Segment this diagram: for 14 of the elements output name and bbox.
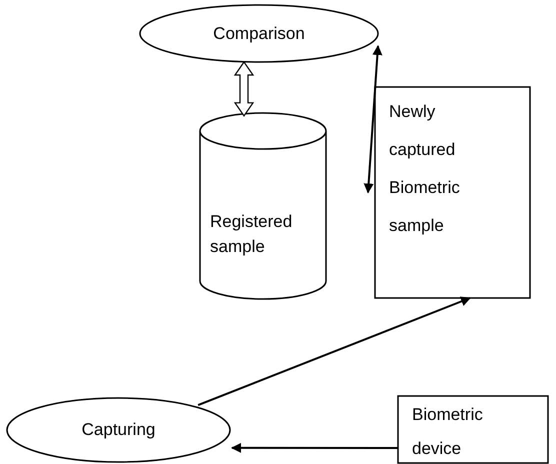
arrow xyxy=(198,296,471,406)
node-label: Capturing xyxy=(82,419,156,442)
database-cylinder xyxy=(199,112,327,300)
double-arrow xyxy=(234,60,254,117)
node-label: Biometric device xyxy=(412,404,484,460)
device-box xyxy=(397,395,549,464)
node-label: Newly captured Biometric sample xyxy=(389,101,461,237)
arrow xyxy=(364,45,382,194)
process-ellipse xyxy=(139,4,379,63)
arrow xyxy=(231,442,398,453)
process-box xyxy=(374,86,531,299)
node-label: Comparison xyxy=(213,22,305,45)
node-label: Registered sample xyxy=(210,210,294,258)
process-ellipse xyxy=(6,397,231,463)
